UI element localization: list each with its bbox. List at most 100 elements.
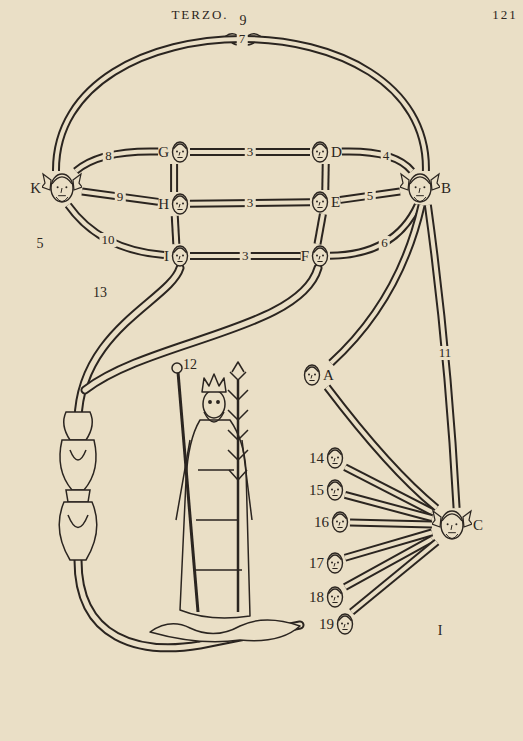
tube-connector [68, 205, 164, 255]
callout-number: I [438, 623, 443, 638]
head-node: K [30, 171, 82, 205]
head-figure [335, 612, 355, 636]
head-figure [42, 171, 82, 205]
head-figure [170, 140, 190, 164]
tube-inner [342, 151, 412, 171]
tube-number: 7 [237, 32, 248, 46]
tube-number: 5 [365, 189, 376, 203]
letter-label: 19 [319, 616, 334, 632]
head-node: G [158, 140, 190, 164]
callout-number: 9 [240, 13, 247, 28]
tube-outline [352, 542, 437, 612]
tube-inner [175, 216, 177, 244]
callout-number: 13 [93, 285, 107, 300]
head-node: 19 [319, 612, 355, 636]
head-figure [400, 171, 440, 205]
tube-outline [350, 522, 432, 524]
letter-label: 18 [309, 589, 324, 605]
head-node: C [432, 508, 483, 542]
letter-label: 15 [309, 482, 324, 498]
tube-number: 11 [437, 346, 454, 360]
tube-inner [350, 522, 432, 524]
tube-outline [331, 205, 422, 363]
letter-label: G [158, 144, 169, 160]
head-figure [170, 192, 190, 216]
letter-label: 17 [309, 555, 324, 571]
head-node: B [400, 171, 451, 205]
letter-label: E [331, 194, 340, 210]
tube-outline [68, 205, 164, 255]
tube-inner [428, 205, 457, 508]
head-figure [325, 446, 345, 470]
head-figure [432, 508, 472, 542]
head-figure [325, 551, 345, 575]
tube-number: 3 [240, 249, 251, 263]
tube-connector [56, 39, 426, 171]
tube-inner [317, 214, 322, 244]
head-figure [302, 363, 322, 387]
tube-connector [352, 542, 437, 612]
head-figure [310, 244, 330, 268]
letter-label: C [473, 517, 483, 533]
letter-label: 14 [309, 450, 324, 466]
tube-connector [76, 151, 158, 171]
tube-inner [172, 164, 176, 192]
tube-connector [331, 205, 422, 363]
tube-connector [174, 164, 175, 192]
tube-inner [68, 205, 164, 255]
head-node: 15 [309, 478, 345, 502]
letter-label: A [323, 367, 334, 383]
tube-number: 3 [245, 196, 256, 210]
running-header: TERZO. [171, 7, 228, 22]
head-node: 14 [309, 446, 345, 470]
tube-inner [76, 151, 158, 171]
tube-connector [428, 205, 457, 508]
tube-outline [317, 214, 322, 244]
head-node: 16 [314, 510, 350, 534]
tube-inner [331, 205, 422, 363]
head-figure [325, 585, 345, 609]
head-node: D [310, 140, 342, 164]
head-node: I [164, 244, 190, 268]
tube-number: 9 [115, 190, 126, 204]
tube-connector [175, 216, 177, 244]
head-node: A [302, 363, 334, 387]
head-figure [325, 478, 345, 502]
tube-connector [325, 164, 326, 190]
letter-label: 16 [314, 514, 329, 530]
tube-inner [352, 542, 437, 612]
tube-inner [56, 39, 426, 171]
letter-label: I [164, 248, 169, 264]
tube-number: 8 [103, 149, 114, 163]
tube-outline [345, 495, 432, 518]
letter-label: F [301, 248, 309, 264]
tube-outline [321, 164, 329, 190]
head-figure [330, 510, 350, 534]
letter-label: H [158, 196, 169, 212]
tube-number: 6 [379, 236, 390, 250]
tube-number: 10 [100, 233, 117, 247]
tube-inner [323, 164, 327, 190]
head-node: F [301, 244, 330, 268]
tube-outline [76, 151, 158, 171]
callout-number: 5 [37, 236, 44, 251]
tube-number: 3 [245, 145, 256, 159]
tube-outline [170, 164, 178, 192]
tube-connector [350, 522, 432, 524]
letter-label: D [331, 144, 342, 160]
head-node: E [310, 190, 340, 214]
tube-connector [317, 214, 322, 244]
letter-label: B [441, 180, 451, 196]
tube-outline [428, 205, 457, 508]
tube-number: 4 [381, 149, 392, 163]
head-figure [310, 140, 330, 164]
letter-label: K [30, 180, 41, 196]
tube-inner [345, 495, 432, 518]
head-node: 18 [309, 585, 345, 609]
tube-outline [56, 39, 426, 171]
tube-connector [345, 495, 432, 518]
head-figure [170, 244, 190, 268]
tube-outline [342, 151, 412, 171]
